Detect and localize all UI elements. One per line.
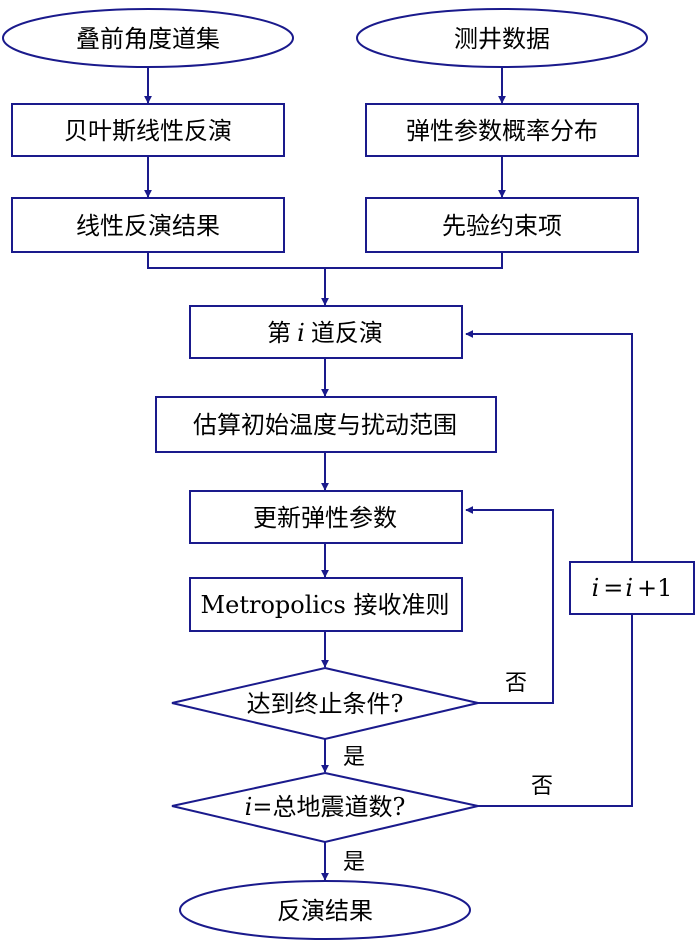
edge-label-termination-no: 否 bbox=[505, 671, 527, 696]
node-label-prestack-gathers: 叠前角度道集 bbox=[76, 25, 220, 53]
node-label-increment-left: i bbox=[592, 574, 600, 602]
node-label-count-var: i bbox=[245, 793, 253, 821]
node-label-bayes-linear-inversion: 贝叶斯线性反演 bbox=[64, 117, 232, 145]
node-label-inversion-result: 反演结果 bbox=[277, 897, 373, 925]
node-label-increment-right: i bbox=[625, 574, 633, 602]
node-label-update-elastic-params: 更新弹性参数 bbox=[253, 504, 397, 532]
node-shape-ellipse bbox=[2, 8, 294, 68]
node-shape-rect bbox=[11, 103, 285, 157]
node-label-prior-constraint: 先验约束项 bbox=[442, 212, 562, 240]
node-label-trace-var: i bbox=[297, 319, 305, 347]
node-prior-constraint: 先验约束项 bbox=[365, 197, 639, 253]
node-label-increment-i: i=i+1 bbox=[592, 574, 673, 602]
node-label-trace-suffix: 道反演 bbox=[311, 319, 383, 347]
node-label-trace-prefix: 第 bbox=[267, 319, 291, 347]
edge-label-count-yes: 是 bbox=[343, 850, 365, 875]
node-shape-ellipse bbox=[179, 880, 471, 940]
node-increment-i: i=i+1 bbox=[569, 561, 695, 615]
node-termination-check: 达到终止条件? bbox=[171, 666, 479, 741]
node-update-elastic-params: 更新弹性参数 bbox=[189, 490, 463, 544]
node-label-termination-check: 达到终止条件? bbox=[247, 690, 404, 718]
node-well-data: 测井数据 bbox=[356, 8, 648, 68]
node-label-trace-count-check: i=总地震道数? bbox=[245, 793, 406, 821]
node-shape-diamond bbox=[171, 771, 479, 844]
node-shape-rect bbox=[189, 490, 463, 544]
node-shape-rect bbox=[155, 396, 497, 453]
node-inversion-result: 反演结果 bbox=[179, 880, 471, 940]
node-linear-inversion-result: 线性反演结果 bbox=[11, 197, 285, 253]
node-trace-count-check: i=总地震道数? bbox=[171, 771, 479, 844]
node-shape-rect bbox=[569, 561, 695, 615]
arrow-termination-no-loop bbox=[465, 506, 554, 704]
node-label-estimate-temperature: 估算初始温度与扰动范围 bbox=[193, 411, 457, 439]
node-prestack-gathers: 叠前角度道集 bbox=[2, 8, 294, 68]
node-label-elastic-param-distribution: 弹性参数概率分布 bbox=[406, 117, 598, 145]
merge-line bbox=[147, 252, 503, 269]
node-label-increment-plus: +1 bbox=[637, 574, 672, 602]
node-estimate-temperature: 估算初始温度与扰动范围 bbox=[155, 396, 497, 453]
connectors bbox=[144, 67, 633, 881]
node-label-increment-eq: = bbox=[603, 574, 623, 602]
node-elastic-param-distribution: 弹性参数概率分布 bbox=[365, 103, 639, 157]
node-label-well-data: 测井数据 bbox=[454, 25, 550, 53]
node-shape-rect bbox=[189, 577, 463, 632]
node-label-linear-inversion-result: 线性反演结果 bbox=[76, 212, 220, 240]
node-shape-diamond bbox=[171, 666, 479, 741]
edge-label-count-no: 否 bbox=[531, 774, 553, 799]
node-shape-ellipse bbox=[356, 8, 648, 68]
node-shape-rect bbox=[365, 103, 639, 157]
node-metropolis-criterion: Metropolics 接收准则 bbox=[189, 577, 463, 632]
node-bayes-linear-inversion: 贝叶斯线性反演 bbox=[11, 103, 285, 157]
node-shape-rect bbox=[365, 197, 639, 253]
node-shape-rect bbox=[11, 197, 285, 253]
node-shape-rect bbox=[189, 305, 463, 359]
edge-label-termination-yes: 是 bbox=[343, 745, 365, 770]
node-label-metropolis-criterion: Metropolics 接收准则 bbox=[201, 591, 450, 619]
node-label-count-suffix: =总地震道数? bbox=[252, 793, 405, 821]
